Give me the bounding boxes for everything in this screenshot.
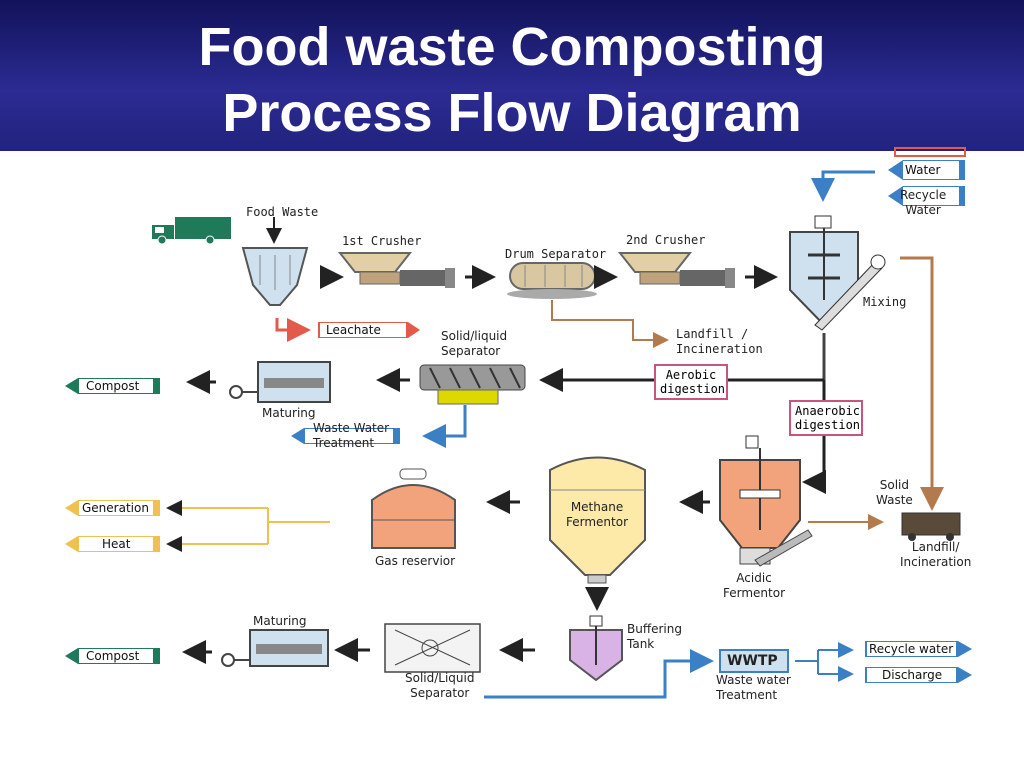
recycle-water-input-label: Recycle Water	[900, 188, 947, 217]
gas-reservior-label: Gas reservior	[375, 554, 456, 568]
recycle-water-output-label: Recycle water	[869, 642, 954, 656]
compost-top-tag	[65, 378, 160, 394]
mixing-label: Mixing	[863, 295, 907, 309]
waste-water-tag-top	[291, 428, 400, 444]
water-tag	[888, 160, 965, 180]
maturing-top-label: Maturing	[262, 406, 316, 420]
wwtp-box	[719, 649, 789, 673]
methane-fermentor-label: Methane Fermentor	[566, 500, 629, 529]
waste-water-treatment-bottom-label: Waste water Treatment	[716, 673, 791, 702]
compost-bottom-label: Compost	[86, 649, 140, 663]
crusher-1-icon	[337, 252, 455, 288]
compost-top-label: Compost	[86, 379, 140, 393]
drum-separator-icon	[507, 262, 597, 299]
mixing-tank-icon	[789, 215, 886, 331]
discharge-tag	[865, 667, 972, 683]
wwtp-label: WWTP	[727, 653, 778, 669]
compost-bottom-tag	[65, 648, 160, 664]
solid-liquid-separator-top-label: Solid/liquid Separator	[441, 329, 508, 358]
water-label: Water	[905, 163, 941, 177]
generation-label: Generation	[82, 501, 149, 515]
generation-tag	[65, 500, 160, 516]
screw-separator-icon	[419, 364, 526, 405]
title-line-2: Process Flow Diagram	[222, 83, 802, 143]
buffering-tank-label: Buffering Tank	[627, 622, 682, 651]
solid-liquid-separator-bottom-label: Solid/Liquid Separator	[405, 671, 475, 700]
maturing-bottom-label: Maturing	[253, 614, 307, 628]
acidic-fermentor-label: Acidic Fermentor	[723, 571, 786, 600]
solid-liquid-separator-bottom-icon	[384, 623, 481, 673]
solid-waste-label: Solid Waste	[876, 478, 913, 507]
clipped-input-box	[894, 147, 966, 157]
drum-separator-label: Drum Separator	[505, 247, 607, 261]
food-waste-label: Food Waste	[246, 205, 319, 219]
truck-icon	[152, 217, 231, 245]
heat-label: Heat	[102, 537, 131, 551]
leachate-label: Leachate	[326, 323, 381, 337]
anaerobic-digestion-box: Anaerobic digestion	[789, 400, 863, 436]
recycle-water-tag	[888, 186, 965, 206]
aerobic-digestion-box: Aerobic digestion	[654, 364, 728, 400]
page-title: Food waste Composting Process Flow Diagr…	[0, 14, 1024, 146]
landfill-cart-icon	[901, 512, 961, 541]
hopper-icon	[241, 247, 309, 306]
recycle-water-output-tag	[865, 641, 972, 657]
crusher-2-icon	[617, 252, 735, 288]
buffering-tank-icon	[569, 615, 623, 682]
gas-reservoir-icon	[371, 468, 456, 549]
landfill-incineration-right-label: Landfill/ Incineration	[900, 540, 972, 569]
second-crusher-label: 2nd Crusher	[626, 233, 706, 247]
landfill-incineration-top-label: Landfill / Incineration	[676, 327, 763, 356]
maturing-top-icon	[229, 361, 331, 403]
maturing-bottom-icon	[221, 629, 329, 667]
heat-tag	[65, 536, 160, 552]
methane-fermentor-icon	[549, 456, 646, 584]
title-banner	[0, 0, 1024, 151]
waste-water-treatment-top-label: Waste Water Treatment	[313, 421, 390, 450]
acidic-fermentor-icon	[719, 435, 813, 567]
leachate-tag	[318, 322, 420, 338]
first-crusher-label: 1st Crusher	[342, 234, 422, 248]
title-line-1: Food waste Composting	[198, 17, 826, 77]
discharge-label: Discharge	[882, 668, 943, 682]
